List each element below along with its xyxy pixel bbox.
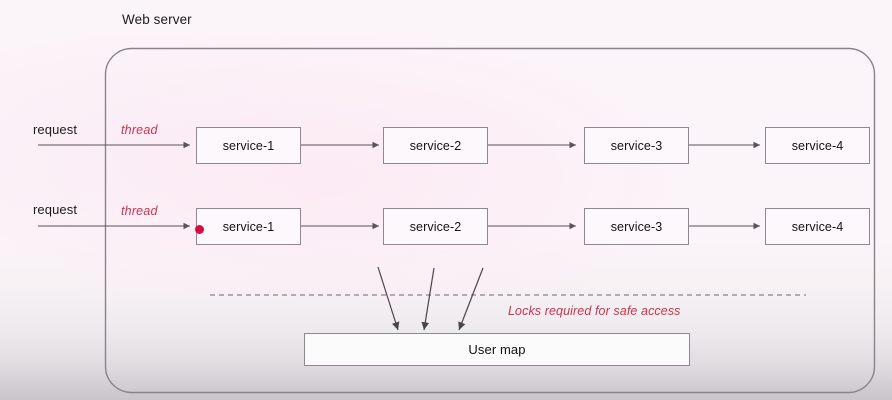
thread-label-row-2: thread <box>121 204 158 218</box>
red-dot-icon <box>195 225 204 234</box>
web-server-label: Web server <box>122 12 192 27</box>
access-arrow-2 <box>421 267 435 331</box>
service-box-row-1-4[interactable]: service-4 <box>765 127 870 164</box>
service-box-row-2-4[interactable]: service-4 <box>765 208 870 245</box>
service-box-row-2-3[interactable]: service-3 <box>584 208 689 245</box>
service-box-row-2-1[interactable]: service-1 <box>196 208 301 245</box>
access-arrow-1 <box>377 266 400 331</box>
service-box-row-1-2[interactable]: service-2 <box>383 127 488 164</box>
request-label-row-2: request <box>33 202 78 217</box>
service-box-row-1-1[interactable]: service-1 <box>196 127 301 164</box>
user-map-box[interactable]: User map <box>304 333 690 366</box>
thread-label-row-1: thread <box>121 123 158 137</box>
service-box-row-1-3[interactable]: service-3 <box>584 127 689 164</box>
access-arrow-3 <box>458 267 484 331</box>
service-box-row-2-2[interactable]: service-2 <box>383 208 488 245</box>
request-label-row-1: request <box>33 122 78 137</box>
web-server-container <box>104 47 876 394</box>
locks-annotation: Locks required for safe access <box>508 304 681 318</box>
